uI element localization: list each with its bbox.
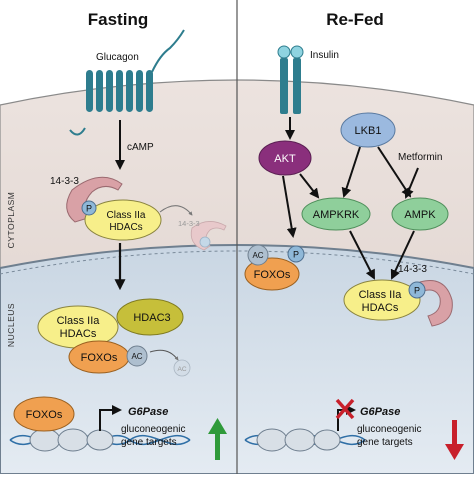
chaperone-faded-label: 14-3-3 bbox=[178, 219, 200, 228]
acetyl-cyto-label: AC bbox=[252, 251, 263, 260]
nucleus-label: NUCLEUS bbox=[6, 303, 16, 347]
class-iia-right-line1: Class IIa bbox=[359, 289, 403, 301]
chaperone-right-shape bbox=[419, 280, 453, 327]
acetyl-faded-icon bbox=[173, 359, 191, 377]
akt-ampkrk-arrow bbox=[299, 173, 320, 199]
class-iia-nucleus-line1: Class IIa bbox=[57, 315, 101, 327]
acetyl-icon bbox=[126, 345, 148, 367]
chaperone-14-3-3-shape bbox=[66, 176, 123, 223]
phospho-cyto-icon bbox=[287, 245, 305, 263]
glucagon-label: Glucagon bbox=[96, 52, 139, 63]
deacetylation-arrow bbox=[149, 349, 179, 361]
up-arrow-icon bbox=[208, 418, 227, 460]
ampk-shape bbox=[391, 197, 449, 231]
akt-label: AKT bbox=[274, 153, 296, 165]
phospho-faded-icon bbox=[199, 236, 211, 248]
hdac3-label: HDAC3 bbox=[133, 312, 170, 324]
ampkrk-shape bbox=[301, 197, 371, 231]
phospho-label: P bbox=[86, 204, 92, 214]
foxos-gene-label: FOXOs bbox=[26, 409, 63, 421]
camp-label: cAMP bbox=[127, 142, 154, 153]
tss-arrow-right bbox=[337, 405, 356, 431]
dna-right-icon bbox=[244, 428, 366, 452]
lkb1-shape bbox=[340, 112, 396, 148]
insulin-receptor-icon bbox=[277, 45, 304, 114]
foxos-gene-shape bbox=[13, 396, 75, 432]
lkb1-label: LKB1 bbox=[355, 125, 382, 137]
inhibit-x-icon bbox=[335, 398, 355, 420]
ampk-hdac-arrow bbox=[390, 230, 415, 280]
acetyl-cyto-icon bbox=[247, 244, 269, 266]
right-panel-title: Re-Fed bbox=[326, 10, 384, 29]
acetyl-faded-label: AC bbox=[177, 366, 186, 373]
foxos-cyto-shape bbox=[244, 257, 300, 291]
hdac3-shape bbox=[116, 298, 184, 336]
down-arrow-icon bbox=[445, 420, 464, 460]
class-iia-right-line2: HDACs bbox=[362, 302, 399, 314]
left-panel-title: Fasting bbox=[88, 10, 148, 29]
gene-line2-left: gene targets bbox=[121, 437, 177, 448]
foxos-label: FOXOs bbox=[81, 352, 118, 364]
g6pase-left: G6Pase bbox=[128, 406, 168, 418]
metformin-label: Metformin bbox=[398, 152, 442, 163]
acetyl-label: AC bbox=[131, 352, 142, 361]
class-iia-nucleus-line2: HDACs bbox=[60, 328, 97, 340]
ampk-label: AMPK bbox=[404, 209, 436, 221]
phospho-cyto-label: P bbox=[293, 250, 299, 260]
lkb1-ampk-arrow bbox=[377, 146, 412, 198]
cytoplasm-label: CYTOPLASM bbox=[6, 192, 16, 249]
akt-shape bbox=[258, 140, 312, 176]
class-iia-hdacs-shape bbox=[84, 199, 162, 241]
akt-foxos-arrow bbox=[282, 175, 297, 238]
phospho-icon bbox=[81, 200, 97, 216]
class-iia-line2: HDACs bbox=[109, 222, 142, 233]
phospho-right-icon bbox=[408, 281, 426, 299]
export-arrow bbox=[159, 205, 193, 216]
class-iia-line1: Class IIa bbox=[107, 210, 146, 221]
foxos-cyto-label: FOXOs bbox=[254, 269, 291, 281]
ampkrk-label: AMPKRK bbox=[313, 209, 360, 221]
g6pase-right: G6Pase bbox=[360, 406, 400, 418]
ampkrk-hdac-arrow bbox=[349, 230, 375, 280]
class-iia-right-shape bbox=[343, 279, 421, 321]
phospho-right-label: P bbox=[414, 286, 420, 296]
gene-line1-right: gluconeogenic bbox=[357, 424, 422, 435]
chaperone-label: 14-3-3 bbox=[50, 176, 79, 187]
insulin-label: Insulin bbox=[310, 50, 339, 61]
tss-arrow-left bbox=[99, 405, 122, 431]
glucagon-receptor-icon bbox=[69, 29, 185, 136]
dna-left-icon bbox=[9, 428, 191, 452]
gene-line1-left: gluconeogenic bbox=[121, 424, 186, 435]
chaperone-right-label: 14-3-3 bbox=[398, 264, 427, 275]
gene-line2-right: gene targets bbox=[357, 437, 413, 448]
lkb1-ampkrk-arrow bbox=[341, 146, 361, 198]
